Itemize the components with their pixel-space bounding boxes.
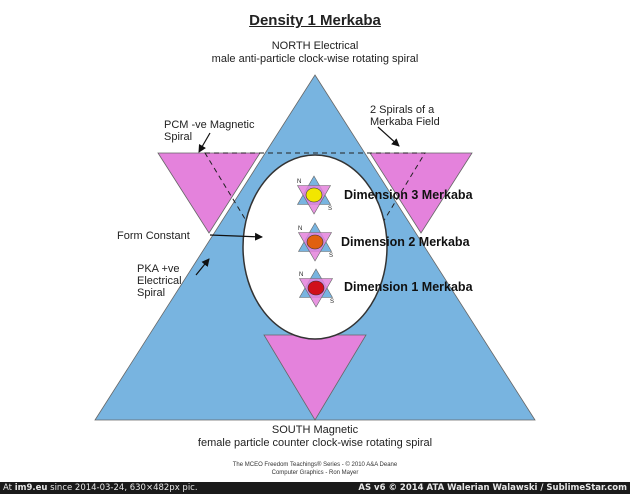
- dimension-2-label: Dimension 2 Merkaba: [341, 235, 470, 249]
- mini-star-s-label: S: [329, 253, 333, 259]
- mini-star-n-label: N: [299, 272, 303, 278]
- mini-merkaba-3: NS: [296, 175, 332, 215]
- south-line1: SOUTH Magnetic: [271, 424, 359, 436]
- credits-line1: The MCEO Freedom Teachings® Series - © 2…: [232, 462, 398, 468]
- form-constant-arrow: [209, 232, 263, 241]
- mini-star-n-label: N: [297, 179, 301, 185]
- pka-arrow: [195, 258, 210, 276]
- pcm-label-line1: PCM -ve Magnetic: [164, 119, 255, 131]
- mini-star-s-label: S: [328, 206, 332, 212]
- credits-line2: Computer Graphics - Ron Mayer: [271, 470, 359, 476]
- form-constant-label: Form Constant: [117, 230, 190, 242]
- mini-star-s-label: S: [330, 299, 334, 305]
- north-line1: NORTH Electrical: [271, 40, 359, 52]
- footer-info: since 2014-03-24, 630×482px pic.: [47, 483, 198, 493]
- pka-label-line1: PKA +ve: [137, 263, 180, 275]
- footer-prefix: At: [3, 483, 12, 493]
- south-line2: female particle counter clock-wise rotat…: [197, 437, 433, 449]
- spirals-label-line2: Merkaba Field: [370, 116, 440, 128]
- footer-left: At im9.eu since 2014-03-24, 630×482px pi…: [3, 482, 198, 494]
- pka-label-line3: Spiral: [137, 287, 166, 299]
- mini-merkaba-1: NS: [298, 268, 334, 308]
- mini-star-n-label: N: [298, 226, 302, 232]
- pcm-arrow: [198, 132, 211, 153]
- north-line2: male anti-particle clock-wise rotating s…: [211, 53, 419, 65]
- watermark-footer: At im9.eu since 2014-03-24, 630×482px pi…: [0, 482, 630, 494]
- pcm-label-line2: Spiral: [164, 131, 193, 143]
- footer-right: AS v6 © 2014 ATA Walerian Walawski / Sub…: [358, 483, 627, 493]
- spirals-label-line1: 2 Spirals of a: [370, 104, 435, 116]
- diagram-title: Density 1 Merkaba: [249, 12, 381, 29]
- dimension-3-label: Dimension 3 Merkaba: [344, 188, 473, 202]
- spirals-arrow: [377, 126, 400, 147]
- pka-label-line2: Electrical: [137, 275, 182, 287]
- footer-site-link[interactable]: im9.eu: [14, 483, 48, 493]
- mini-star-core: [306, 234, 324, 250]
- mini-star-core: [305, 187, 323, 203]
- mini-merkaba-2: NS: [297, 222, 333, 262]
- mini-star-core: [307, 280, 325, 296]
- dimension-1-label: Dimension 1 Merkaba: [344, 280, 473, 294]
